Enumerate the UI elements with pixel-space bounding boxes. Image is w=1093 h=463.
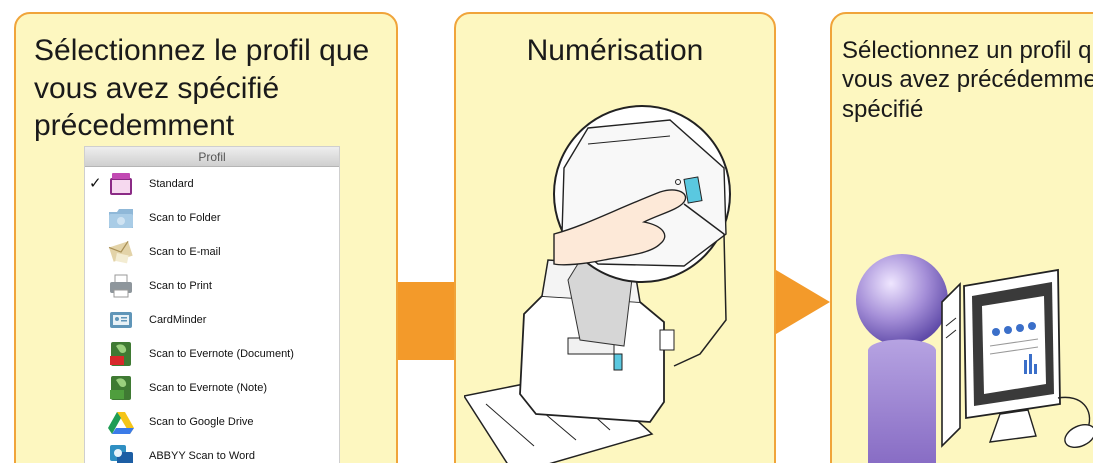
email-icon [108,240,133,264]
cardminder-icon [110,312,132,328]
scanner-illustration [464,105,731,463]
evernote-jpg-icon [110,376,131,400]
profile-item-scan-to-google-drive[interactable]: Scan to Google Drive [85,405,339,439]
profile-item-label: CardMinder [149,314,207,326]
step-2-title: Numérisation [526,34,704,67]
folder-icon [109,209,133,228]
profile-item-scan-to-print[interactable]: Scan to Print [85,269,339,303]
printer-icon [110,274,132,298]
profile-item-abbyy-scan-to-word[interactable]: ABBYY Scan to Word [85,439,339,463]
profile-item-label: Scan to Evernote (Note) [149,382,268,394]
step-3-title: Sélectionnez un profil que vous avez pré… [842,37,1093,123]
profile-menu: Profil ✓ Standard Scan to Folder [84,146,340,463]
arrow-right-icon [776,270,830,334]
standard-profile-icon [110,173,132,195]
profile-menu-header: Profil [85,147,339,167]
profile-item-standard[interactable]: ✓ Standard [85,167,339,201]
profile-item-label: ABBYY Scan to Word [149,450,255,462]
step-panel-select-profile-computer: Sélectionnez un profil que vous avez pré… [830,12,1093,463]
checkmark-icon: ✓ [89,175,102,192]
profile-item-scan-to-evernote-note[interactable]: Scan to Evernote (Note) [85,371,339,405]
step-1-title: Sélectionnez le profil que vous avez spé… [34,34,370,142]
profile-item-label: Scan to E-mail [149,246,221,258]
profile-item-label: Standard [149,178,194,190]
profile-item-scan-to-evernote-document[interactable]: Scan to Evernote (Document) [85,337,339,371]
arrow-right-icon [398,282,454,360]
profile-item-scan-to-email[interactable]: Scan to E-mail [85,235,339,269]
step-panel-select-profile: Sélectionnez le profil que vous avez spé… [14,12,398,463]
profile-item-scan-to-folder[interactable]: Scan to Folder [85,201,339,235]
profile-item-label: Scan to Folder [149,212,221,224]
evernote-pdf-icon [110,342,131,366]
google-drive-icon [108,412,134,434]
profile-item-cardminder[interactable]: CardMinder [85,303,339,337]
profile-item-label: Scan to Google Drive [149,416,254,428]
user-at-computer-illustration [856,254,1093,463]
profile-item-label: Scan to Print [149,280,212,292]
abbyy-word-icon [110,445,133,463]
profile-item-label: Scan to Evernote (Document) [149,348,294,360]
step-panel-scan: Numérisation [454,12,776,463]
